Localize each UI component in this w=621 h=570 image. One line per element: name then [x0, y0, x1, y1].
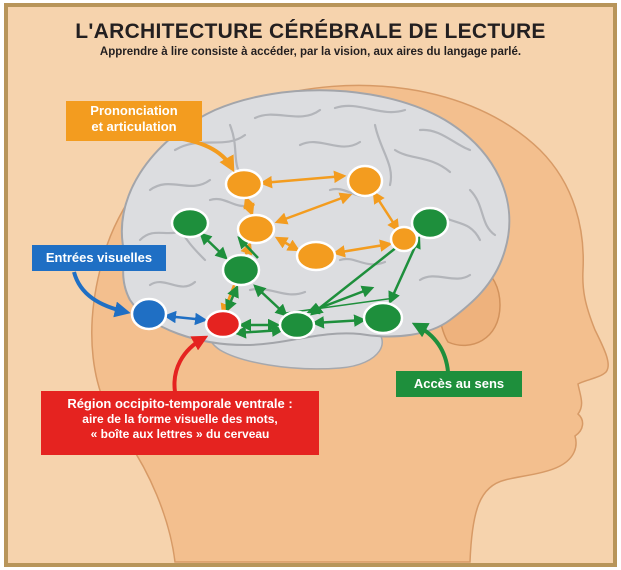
page-subtitle: Apprendre à lire consiste à accéder, par…	[99, 46, 522, 58]
node-green-5	[362, 301, 404, 335]
label-pronunciation-line1: Prononciation	[90, 103, 178, 118]
node-green-3	[410, 206, 450, 240]
node-orange-4	[295, 240, 337, 272]
page-title: L'ARCHITECTURE CÉRÉBRALE DE LECTURE	[75, 20, 546, 43]
blue-link	[163, 310, 208, 326]
node-orange-5	[389, 225, 419, 253]
label-vwfa-line2: aire de la forme visuelle des mots,	[82, 412, 278, 426]
node-blue	[130, 297, 168, 331]
label-vwfa-line1: Région occipito-temporale ventrale :	[67, 396, 293, 411]
pointer-meaning	[411, 322, 450, 373]
label-vwfa: Région occipito-temporale ventrale : air…	[41, 391, 319, 455]
node-orange-1	[224, 168, 264, 200]
pointer-vwfa	[172, 335, 209, 393]
node-red	[204, 309, 242, 339]
label-vwfa-line3: « boîte aux lettres » du cerveau	[90, 426, 270, 441]
node-orange-3	[236, 213, 276, 245]
node-green-4	[278, 310, 316, 340]
nodes	[130, 164, 450, 340]
label-visual-input: Entrées visuelles	[32, 245, 166, 271]
node-orange-2	[346, 164, 384, 198]
label-meaning: Accès au sens	[396, 371, 522, 397]
label-pronunciation: Prononciation et articulation	[66, 101, 202, 141]
label-pronunciation-line2: et articulation	[91, 119, 177, 134]
node-green-1	[170, 207, 210, 239]
node-green-2	[221, 253, 261, 287]
pointer-visual-input	[72, 271, 131, 318]
